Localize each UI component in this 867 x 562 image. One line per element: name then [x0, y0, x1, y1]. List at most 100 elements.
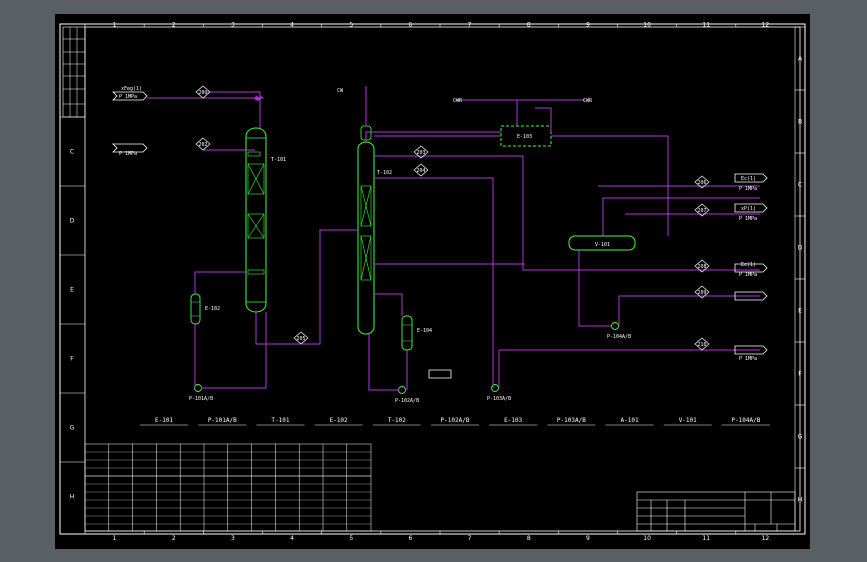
column-t101-tag: T-101: [271, 157, 286, 163]
zone-letter-left: H: [70, 494, 75, 501]
equipment-list-tag: E-103: [504, 417, 522, 424]
pump-p103-tag: P-103A/B: [487, 396, 511, 402]
product-3-condition: P 1MPa: [739, 272, 757, 278]
zone-letter-right: A: [798, 56, 803, 63]
zone-number-bottom: 6: [409, 535, 413, 542]
stream-bubble: 204: [413, 163, 429, 177]
product-3-label: Ec(1): [741, 262, 756, 268]
svg-text:202: 202: [198, 142, 207, 148]
pump-p101[interactable]: P-101A/B: [189, 384, 213, 403]
equipment-list-tag: P-101A/B: [208, 417, 237, 424]
stream-bubble: 205: [293, 331, 309, 345]
zone-number-bottom: 10: [643, 535, 651, 542]
svg-text:203: 203: [416, 150, 425, 156]
svg-text:208: 208: [697, 264, 706, 270]
feed-1-condition: P 1MPa: [119, 94, 137, 100]
zone-number-top: 2: [172, 22, 176, 29]
zone-number-bottom: 4: [290, 535, 294, 542]
feed-1-label: xFeg(1): [121, 86, 142, 92]
zone-letter-right: H: [798, 497, 803, 504]
stream-bubble: 201: [195, 85, 211, 99]
zone-number-bottom: 1: [113, 535, 117, 542]
zone-number-top: 3: [231, 22, 235, 29]
svg-text:201: 201: [198, 90, 207, 96]
title-block: [636, 491, 796, 532]
reboiler-e102[interactable]: E-102: [190, 293, 220, 325]
equipment-list-tag: A-101: [621, 417, 639, 424]
svg-text:209: 209: [697, 290, 706, 296]
zone-number-top: 5: [349, 22, 353, 29]
svg-text:204: 204: [416, 168, 425, 174]
zone-letter-right: B: [798, 119, 802, 126]
zone-letter-left: C: [70, 149, 74, 156]
feed-2-condition: P 1MPa: [119, 151, 137, 157]
zone-number-bottom: 7: [468, 535, 472, 542]
stream-bubble: 202: [195, 137, 211, 151]
reboiler-e104-tag: E-104: [417, 328, 432, 334]
stream-bubble: 207: [694, 203, 710, 217]
pump-p101-tag: P-101A/B: [189, 396, 213, 402]
process-lines: [147, 86, 760, 391]
zone-letter-right: D: [798, 245, 803, 252]
column-t102-tag: T-102: [377, 170, 392, 176]
zone-number-top: 11: [702, 22, 710, 29]
zone-number-bottom: 12: [762, 535, 770, 542]
zone-number-top: 8: [527, 22, 531, 29]
zone-letter-left: G: [70, 425, 75, 432]
equipment-list-tag: P-104A/B: [731, 417, 760, 424]
pump-p102-tag: P-102A/B: [395, 398, 419, 404]
stream-bubble: 210: [694, 337, 710, 351]
reboiler-e104[interactable]: E-104: [401, 315, 432, 351]
material-balance-table: [84, 443, 372, 532]
svg-text:210: 210: [697, 342, 706, 348]
zone-number-top: 1: [113, 22, 117, 29]
stream-bubble: 203: [413, 145, 429, 159]
cw-supply-label: CW: [337, 88, 344, 94]
product-5-condition: P 1MPa: [739, 356, 757, 362]
svg-text:205: 205: [296, 336, 305, 342]
product-2-condition: P 1MPa: [739, 216, 757, 222]
zone-letter-right: C: [798, 182, 802, 189]
condenser-e103[interactable]: E-103: [500, 125, 552, 147]
pump-p104-tag: P-104A/B: [607, 334, 631, 340]
revision-strip: [62, 26, 86, 118]
zone-number-bottom: 2: [172, 535, 176, 542]
cw-return-label-1: CWR: [453, 98, 463, 104]
inner-frame: [84, 26, 801, 532]
zone-number-bottom: 11: [702, 535, 710, 542]
zone-number-bottom: 5: [349, 535, 353, 542]
zone-letter-left: F: [70, 356, 74, 363]
equipment-list-tag: E-101: [155, 417, 173, 424]
column-t102[interactable]: T-102: [357, 125, 392, 335]
drum-v101[interactable]: V-101: [568, 235, 636, 251]
product-2-label: xP(1): [741, 206, 756, 212]
equipment-list-tag: V-101: [679, 417, 697, 424]
equipment-list-tag: P-102A/B: [441, 417, 470, 424]
svg-text:207: 207: [697, 208, 706, 214]
product-1-condition: P 1MPa: [739, 186, 757, 192]
zone-number-bottom: 3: [231, 535, 235, 542]
zone-number-top: 4: [290, 22, 294, 29]
stream-arrows: [112, 91, 768, 379]
product-1-label: Ec(1): [741, 176, 756, 182]
stream-bubble: 209: [694, 285, 710, 299]
drum-v101-tag: V-101: [595, 242, 610, 248]
equipment-list-tag: T-102: [388, 417, 406, 424]
zone-number-top: 9: [586, 22, 590, 29]
zone-number-bottom: 9: [586, 535, 590, 542]
zone-letter-right: E: [798, 308, 802, 315]
zone-number-top: 12: [762, 22, 770, 29]
zone-number-top: 7: [468, 22, 472, 29]
equipment-list-tag: E-102: [330, 417, 348, 424]
stream-bubble: 208: [694, 259, 710, 273]
zone-letter-left: D: [70, 218, 75, 225]
reboiler-e102-tag: E-102: [205, 306, 220, 312]
column-t101[interactable]: T-101: [245, 127, 286, 313]
